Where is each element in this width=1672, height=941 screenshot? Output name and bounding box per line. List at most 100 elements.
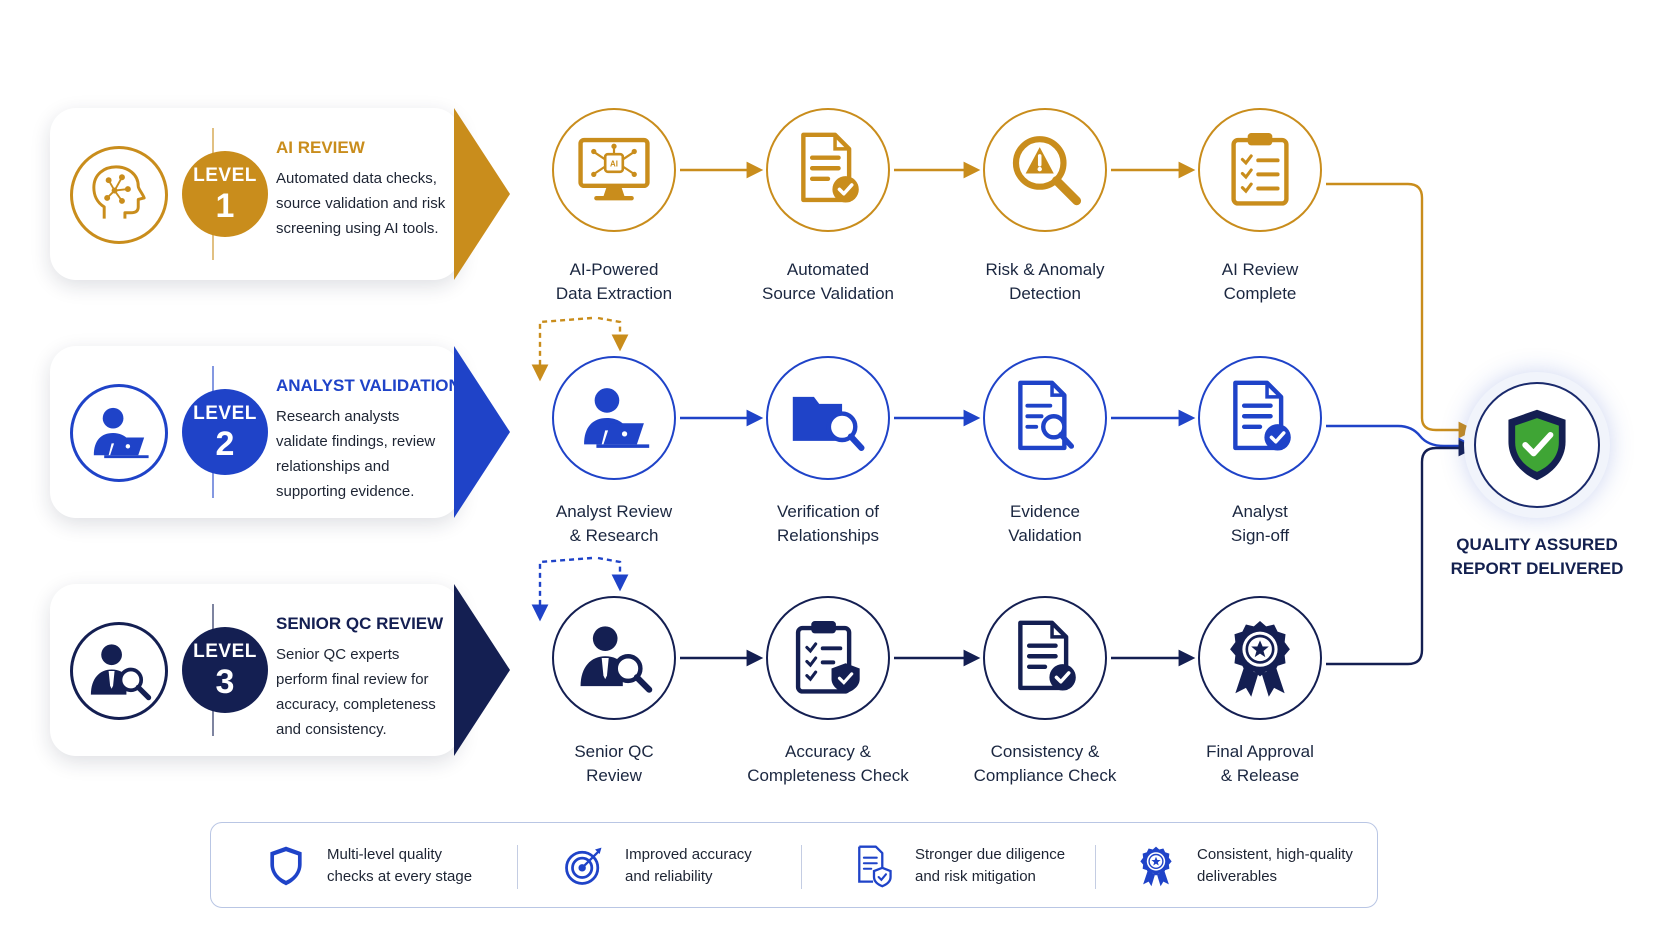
final-label-line: QUALITY ASSURED [1456,535,1618,554]
document-check-icon-glyph [801,132,859,203]
document-shield-icon-glyph [858,845,892,888]
document-search-icon-glyph [1018,380,1075,451]
ai-brain-icon [70,146,168,244]
benefit-divider [801,845,802,889]
analyst-laptop-icon-glyph [93,407,149,459]
step-label: AI-Powered Data Extraction [504,258,724,306]
step-label-line: Risk & Anomaly [985,260,1105,279]
card-arrow [454,108,510,280]
step-label-line: AI Review [1221,260,1299,279]
step-label-line: Analyst [1232,502,1288,521]
card-arrow [454,584,510,756]
step-verification-of-relationships [766,356,890,480]
step-label: AI Review Complete [1150,258,1370,306]
benefit-item-accuracy: Improved accuracy and reliability [561,823,752,909]
shield-check-icon [1474,382,1600,508]
step-final-approval-release [1198,596,1322,720]
award-star-icon-glyph [1230,621,1290,697]
step-label-line: AI-Powered [569,260,659,279]
step-label-line: Sign-off [1230,526,1290,545]
step-analyst-sign-off [1198,356,1322,480]
level-title: ANALYST VALIDATION [276,376,461,395]
step-label: Verification of Relationships [718,500,938,548]
step-consistency-compliance-check [983,596,1107,720]
shield-check-icon-glyph [270,846,302,886]
step-label-line: Compliance Check [973,766,1117,785]
benefits-bar: Multi-level quality checks at every stag… [210,822,1378,908]
step-label-line: Accuracy & [785,742,871,761]
award-star-icon [1133,843,1179,889]
level-title: AI REVIEW [276,138,365,157]
step-label: Evidence Validation [935,500,1155,548]
level-badge-word: LEVEL [193,164,257,186]
level-card-ai-review: LEVEL 1 AI REVIEW Automated data checks,… [50,108,510,280]
benefit-item-consistent: Consistent, high-quality deliverables [1133,823,1353,909]
step-label: Automated Source Validation [718,258,938,306]
benefit-divider [1095,845,1096,889]
step-label: Risk & Anomaly Detection [935,258,1155,306]
benefit-text: Stronger due diligence and risk mitigati… [915,846,1066,885]
step-label-line: Automated [786,260,870,279]
level-card-senior-qc-review: LEVEL 3 SENIOR QC REVIEW Senior QC exper… [50,584,510,756]
step-evidence-validation [983,356,1107,480]
step-automated-source-validation [766,108,890,232]
merge-arrow [1326,182,1476,439]
step-label: Consistency & Compliance Check [935,740,1155,788]
step-label-line: & Release [1220,766,1300,785]
target-icon-glyph [565,847,602,885]
document-check-icon-glyph [1018,620,1076,691]
senior-expert-icon [70,622,168,720]
folder-search-icon-glyph [792,396,865,451]
level-badge: LEVEL 1 [182,151,268,237]
step-risk-anomaly-detection [983,108,1107,232]
step-label: Accuracy & Completeness Check [718,740,938,788]
step-label-line: Source Validation [762,284,894,303]
final-outcome-label: QUALITY ASSURED REPORT DELIVERED [1447,533,1627,581]
step-label-line: Evidence [1010,502,1080,521]
level-card-analyst-validation: LEVEL 2 ANALYST VALIDATION Research anal… [50,346,510,518]
benefit-text: Consistent, high-quality deliverables [1197,846,1353,885]
analyst-laptop-icon [70,384,168,482]
row-transition-arrow [597,556,629,592]
final-outcome-node [1464,372,1610,518]
document-check-icon-glyph [1233,380,1291,451]
warning-magnifier-icon-glyph [1012,136,1082,206]
step-label-line: Validation [1008,526,1082,545]
level-badge-word: LEVEL [193,640,257,662]
analyst-laptop-icon-glyph [584,388,650,448]
step-label-line: Complete [1223,284,1297,303]
benefit-item-multi-level: Multi-level quality checks at every stag… [263,823,472,909]
step-label-line: Data Extraction [555,284,673,303]
step-label-line: Detection [1009,284,1081,303]
svg-text:AI: AI [610,159,618,168]
step-label: Senior QC Review [504,740,724,788]
step-label-line: & Research [569,526,659,545]
step-label-line: Completeness Check [747,766,909,785]
document-shield-icon [851,843,897,889]
step-senior-qc-review [552,596,676,720]
ai-brain-icon-glyph [92,165,146,219]
step-ai-powered-data-extraction: AI [552,108,676,232]
ai-monitor-icon-glyph: AI [578,137,650,201]
step-label: Analyst Sign-off [1150,500,1370,548]
senior-expert-icon-glyph [90,644,152,701]
step-label-line: Analyst Review [555,502,673,521]
level-description: Automated data checks, source validation… [276,170,446,237]
target-icon [561,843,607,889]
merge-arrow [1326,424,1476,455]
level-badge-number: 3 [215,662,235,701]
step-label-line: Senior QC [574,742,654,761]
step-accuracy-completeness-check [766,596,890,720]
level-title: SENIOR QC REVIEW [276,614,444,633]
level-badge: LEVEL 2 [182,389,268,475]
step-label-line: Relationships [776,526,880,545]
benefit-text: Improved accuracy and reliability [625,846,752,885]
step-label-line: Consistency & [990,742,1100,761]
step-label: Analyst Review & Research [504,500,724,548]
level-description: Research analysts validate findings, rev… [276,408,436,500]
level-badge-number: 2 [215,424,235,463]
step-label-line: Review [586,766,642,785]
level-badge-number: 1 [215,186,235,225]
benefit-text: Multi-level quality checks at every stag… [327,846,473,885]
